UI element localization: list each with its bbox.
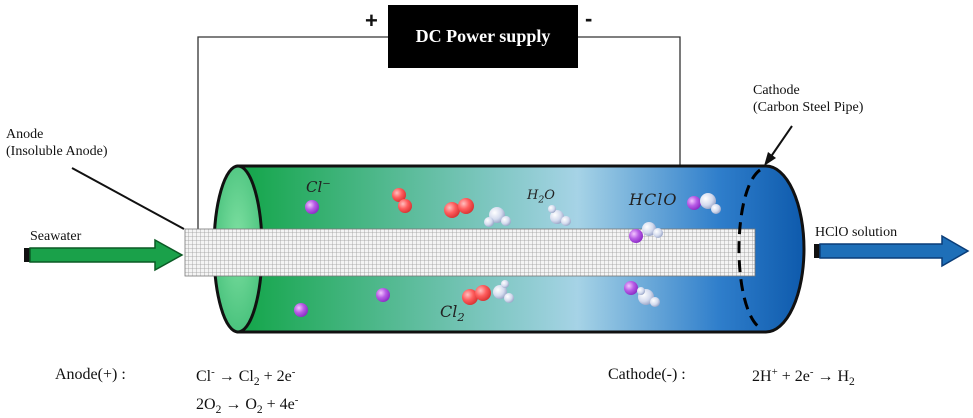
- chloride-ion: [629, 229, 643, 243]
- anode-equation-1: Cl- → Cl2 + 2e-: [196, 366, 296, 388]
- cathode-equation-label: Cathode(-) :: [608, 366, 686, 383]
- cathode-label: Cathode (Carbon Steel Pipe): [753, 83, 864, 115]
- hypochlorous-acid-molecule: [642, 222, 663, 238]
- hclo-outlet-arrow: [814, 234, 970, 268]
- anode-equation-2: 2O2 → O2 + 4e-: [196, 394, 299, 416]
- cathode-wire: [578, 36, 681, 166]
- hypochlorous-acid-molecule: [700, 193, 721, 214]
- water-molecule: [548, 205, 571, 226]
- chloride-ion: [624, 281, 638, 295]
- seawater-label: Seawater: [30, 229, 82, 244]
- chloride-ion: [687, 196, 701, 210]
- negative-terminal: -: [585, 6, 593, 31]
- anode-mesh: [184, 228, 756, 277]
- anode-pointer-line: [71, 167, 185, 230]
- water-label: H2O: [527, 188, 555, 206]
- anode-wire: [197, 36, 388, 229]
- cathode-pointer-arrowhead: [764, 152, 776, 166]
- chloride-ion: [305, 200, 319, 214]
- anode-label: Anode (Insoluble Anode): [6, 127, 108, 159]
- chloride-ion-label: Cl−: [306, 178, 331, 196]
- seawater-inlet-arrow: [24, 238, 184, 272]
- positive-terminal: +: [365, 8, 378, 33]
- water-molecule: [493, 280, 514, 303]
- water-molecule: [484, 207, 511, 227]
- chloride-ion: [294, 303, 308, 317]
- power-supply-label: DC Power supply: [415, 26, 551, 46]
- chlorine-molecule: [444, 198, 474, 218]
- hclo-label: HClO: [629, 190, 678, 209]
- hypochlorous-acid-molecule: [637, 287, 660, 307]
- cathode-pointer-line: [769, 125, 793, 159]
- cathode-equation: 2H+ + 2e- → H2: [752, 366, 855, 388]
- chlorine-molecule: [462, 285, 491, 305]
- chloride-ion: [376, 288, 390, 302]
- hclo-solution-label: HClO solution: [815, 225, 898, 240]
- anode-equation-label: Anode(+) :: [55, 366, 126, 383]
- chlorine-label: Cl2: [440, 302, 465, 325]
- cathode-boundary: [737, 168, 761, 330]
- dc-power-supply: DC Power supply: [388, 5, 578, 68]
- chlorine-molecule: [392, 188, 412, 213]
